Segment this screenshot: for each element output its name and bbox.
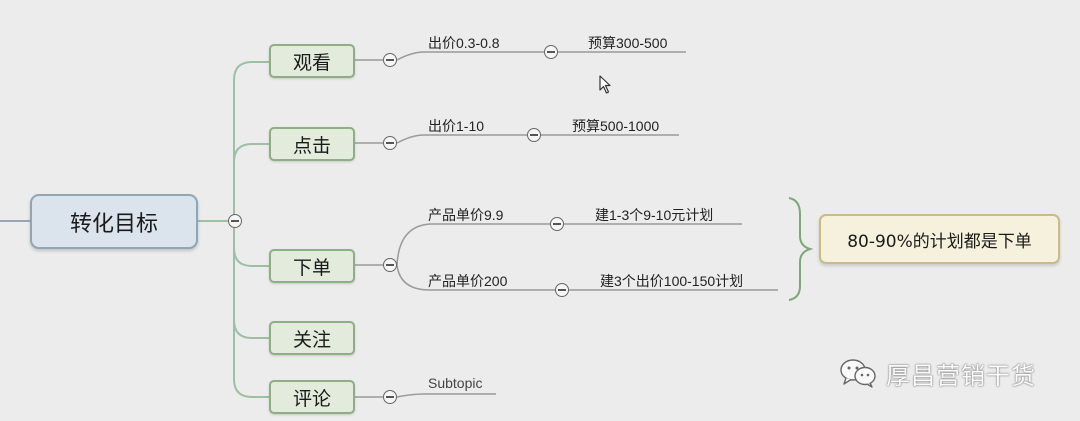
summary-brace <box>788 197 814 301</box>
branch-line-click <box>233 143 269 221</box>
topic-watch-toggle[interactable] <box>383 53 397 67</box>
summary-topic-label: 80-90%的计划都是下单 <box>847 231 1032 252</box>
wechat-icon <box>840 359 876 388</box>
subtopic-bid-click-toggle[interactable] <box>527 128 541 142</box>
subtopic-price-200[interactable]: 产品单价200 <box>428 273 508 289</box>
topic-order-label: 下单 <box>292 256 331 279</box>
topic-watch-label: 观看 <box>292 51 331 74</box>
branch-line-follow <box>233 221 269 339</box>
topic-comment-label: 评论 <box>292 387 331 410</box>
root-topic[interactable]: 转化目标 <box>30 194 198 249</box>
subtopic-plan-9-9[interactable]: 建1-3个9-10元计划 <box>595 207 714 223</box>
subtopic-price-200-toggle[interactable] <box>555 283 569 297</box>
topic-order[interactable]: 下单 <box>269 249 355 283</box>
subtopic-budget-click[interactable]: 预算500-1000 <box>572 118 660 134</box>
subtopic-price-9-9[interactable]: 产品单价9.9 <box>428 207 504 223</box>
topic-follow[interactable]: 关注 <box>269 321 355 355</box>
summary-topic[interactable]: 80-90%的计划都是下单 <box>819 214 1060 264</box>
subtopic-price-9-9-toggle[interactable] <box>550 217 564 231</box>
subtopic-bid-watch[interactable]: 出价0.3-0.8 <box>428 35 500 51</box>
watermark-text: 厚昌营销干货 <box>886 361 1036 390</box>
branch-line-watch <box>233 61 269 221</box>
subtopic-bid-watch-toggle[interactable] <box>544 45 558 59</box>
topic-order-toggle[interactable] <box>383 258 397 272</box>
topic-click-toggle[interactable] <box>383 136 397 150</box>
topic-click[interactable]: 点击 <box>269 127 355 161</box>
mouse-cursor-icon <box>599 75 611 94</box>
subtopic-placeholder[interactable]: Subtopic <box>428 375 483 391</box>
topic-watch[interactable]: 观看 <box>269 44 355 78</box>
subtopic-budget-watch[interactable]: 预算300-500 <box>588 35 668 51</box>
topic-follow-label: 关注 <box>292 328 331 351</box>
trunk-branches <box>233 61 269 398</box>
topic-click-label: 点击 <box>292 134 331 157</box>
topic-comment[interactable]: 评论 <box>269 380 355 414</box>
root-collapse-toggle[interactable] <box>228 214 242 228</box>
topic-comment-toggle[interactable] <box>383 390 397 404</box>
watermark: 厚昌营销干货 <box>838 358 1036 390</box>
subtopic-bid-click[interactable]: 出价1-10 <box>428 118 485 134</box>
branch-line-comment <box>233 221 269 398</box>
subtopic-plan-200[interactable]: 建3个出价100-150计划 <box>600 273 744 289</box>
branch-line-order <box>233 221 269 267</box>
subtopic-lines <box>396 51 778 398</box>
topic-stubs <box>355 59 383 398</box>
root-topic-label: 转化目标 <box>69 211 158 237</box>
